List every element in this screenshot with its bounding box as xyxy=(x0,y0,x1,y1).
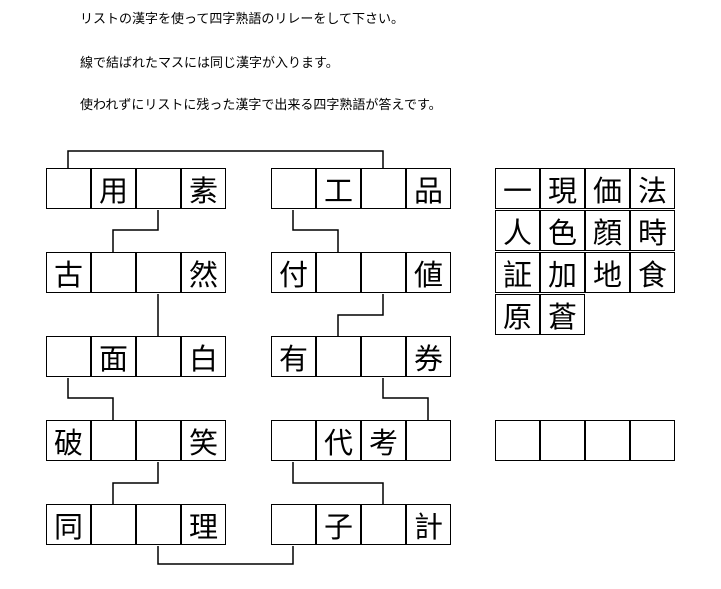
connector-r4-r5 xyxy=(292,462,384,504)
left-row-2-cell-4: 然 xyxy=(181,252,226,293)
kanji-list-item: 人 xyxy=(495,210,540,251)
left-row-4-cell-2[interactable] xyxy=(91,420,136,461)
left-row-3-cell-4: 白 xyxy=(181,336,226,377)
instruction-line-2: 線で結ばれたマスには同じ漢字が入ります。 xyxy=(80,56,339,71)
left-row-1-cell-2: 用 xyxy=(91,168,136,209)
instruction-line-1: リストの漢字を使って四字熟語のリレーをして下さい。 xyxy=(80,12,404,27)
left-row-1-cell-1[interactable] xyxy=(46,168,91,209)
right-row-4-cell-3: 考 xyxy=(361,420,406,461)
right-row-1-cell-4: 品 xyxy=(406,168,451,209)
kanji-list-item: 蒼 xyxy=(540,294,585,335)
left-row-5-cell-3[interactable] xyxy=(136,504,181,545)
right-row-1-cell-1[interactable] xyxy=(271,168,316,209)
connector-l1-l2 xyxy=(112,210,159,252)
kanji-list-item: 一 xyxy=(495,168,540,209)
right-row-3-cell-4: 券 xyxy=(406,336,451,377)
left-row-3-cell-2: 面 xyxy=(91,336,136,377)
left-row-5-cell-4: 理 xyxy=(181,504,226,545)
kanji-list-item: 食 xyxy=(630,252,675,293)
kanji-list-item: 顔 xyxy=(585,210,630,251)
kanji-list-item: 現 xyxy=(540,168,585,209)
instruction-line-3: 使われずにリストに残った漢字で出来る四字熟語が答えです。 xyxy=(80,98,442,113)
right-row-2-cell-1: 付 xyxy=(271,252,316,293)
kanji-list-item: 地 xyxy=(585,252,630,293)
kanji-list-item: 時 xyxy=(630,210,675,251)
connector-top xyxy=(67,150,384,168)
right-row-5-cell-3[interactable] xyxy=(361,504,406,545)
left-row-1-cell-4: 素 xyxy=(181,168,226,209)
kanji-list-item: 原 xyxy=(495,294,540,335)
left-row-2-cell-3[interactable] xyxy=(136,252,181,293)
connector-r1-r2 xyxy=(292,210,339,252)
connector-bottom xyxy=(157,546,294,565)
answer-cell-4[interactable] xyxy=(630,420,675,461)
answer-cell-2[interactable] xyxy=(540,420,585,461)
connector-l3-l4 xyxy=(67,378,114,420)
right-row-3-cell-2[interactable] xyxy=(316,336,361,377)
right-row-3-cell-3[interactable] xyxy=(361,336,406,377)
left-row-1-cell-3[interactable] xyxy=(136,168,181,209)
kanji-list-item: 加 xyxy=(540,252,585,293)
left-row-5-cell-1: 同 xyxy=(46,504,91,545)
connector-r2-r3 xyxy=(337,294,384,336)
right-row-5-cell-1[interactable] xyxy=(271,504,316,545)
left-row-4-cell-3[interactable] xyxy=(136,420,181,461)
kanji-list-item: 法 xyxy=(630,168,675,209)
left-row-5-cell-2[interactable] xyxy=(91,504,136,545)
right-row-2-cell-2[interactable] xyxy=(316,252,361,293)
kanji-list-item: 色 xyxy=(540,210,585,251)
right-row-4-cell-1[interactable] xyxy=(271,420,316,461)
left-row-3-cell-1[interactable] xyxy=(46,336,91,377)
right-row-2-cell-4: 値 xyxy=(406,252,451,293)
left-row-2-cell-1: 古 xyxy=(46,252,91,293)
connector-r3-r4 xyxy=(382,378,429,420)
right-row-5-cell-2: 子 xyxy=(316,504,361,545)
right-row-4-cell-4[interactable] xyxy=(406,420,451,461)
right-row-3-cell-1: 有 xyxy=(271,336,316,377)
left-row-4-cell-4: 笑 xyxy=(181,420,226,461)
kanji-list-item: 証 xyxy=(495,252,540,293)
left-row-3-cell-3[interactable] xyxy=(136,336,181,377)
answer-cell-3[interactable] xyxy=(585,420,630,461)
right-row-1-cell-3[interactable] xyxy=(361,168,406,209)
right-row-5-cell-4: 計 xyxy=(406,504,451,545)
answer-cell-1[interactable] xyxy=(495,420,540,461)
right-row-4-cell-2: 代 xyxy=(316,420,361,461)
connector-l4-l5 xyxy=(112,462,159,504)
left-row-4-cell-1: 破 xyxy=(46,420,91,461)
kanji-list-item: 価 xyxy=(585,168,630,209)
left-row-2-cell-2[interactable] xyxy=(91,252,136,293)
right-row-1-cell-2: 工 xyxy=(316,168,361,209)
right-row-2-cell-3[interactable] xyxy=(361,252,406,293)
